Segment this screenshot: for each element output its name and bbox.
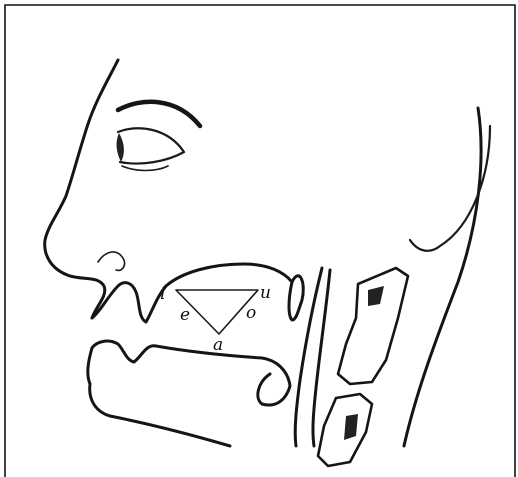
eyelid-shading	[117, 133, 124, 162]
face-profile	[45, 60, 118, 318]
jaw-line	[90, 384, 230, 446]
vowel-label-u: u	[260, 283, 271, 303]
eyebrow	[118, 102, 200, 126]
velum	[289, 276, 303, 320]
upper-teeth	[92, 283, 166, 322]
vertebra-upper	[338, 268, 408, 384]
figure-frame	[5, 5, 515, 477]
vowel-label-e: e	[180, 305, 190, 325]
throat-front	[295, 268, 322, 446]
hard-palate	[166, 264, 292, 286]
lower-lip	[88, 348, 92, 384]
nostril	[98, 252, 125, 270]
eye	[118, 128, 184, 163]
vowel-triangle: i u e o a	[160, 283, 271, 355]
neck-back	[404, 108, 481, 446]
lower-lid	[122, 166, 168, 171]
vowel-label-i: i	[160, 284, 165, 304]
vowel-label-a: a	[213, 335, 223, 355]
vowel-label-o: o	[246, 303, 256, 323]
lower-teeth	[92, 341, 156, 362]
